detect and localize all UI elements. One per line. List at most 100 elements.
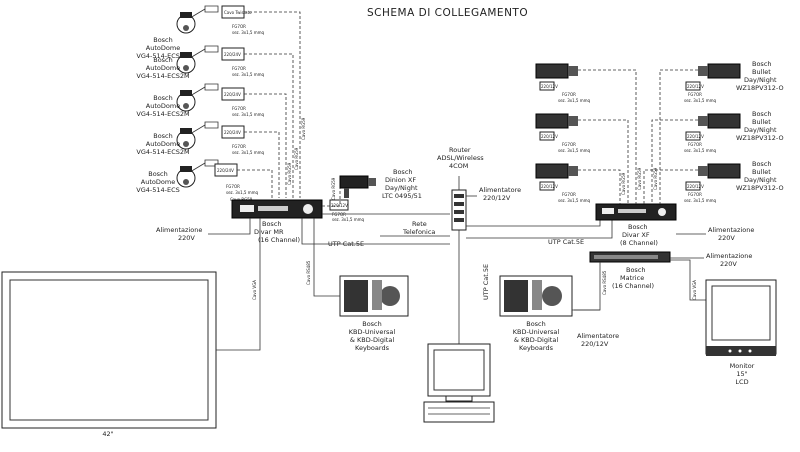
svg-text:FG7OR: FG7OR (688, 142, 702, 147)
svg-text:Keyboards: Keyboards (519, 344, 554, 352)
svg-text:sez. 3x1,5 mmq: sez. 3x1,5 mmq (226, 190, 259, 195)
svg-text:Cavo RG59: Cavo RG59 (621, 172, 626, 195)
svg-text:Keyboards: Keyboards (355, 344, 390, 352)
svg-text:Alimentatore: Alimentatore (577, 332, 619, 340)
svg-text:220/12V: 220/12V (331, 203, 348, 208)
dome-4-model: VG4-514-ECS2M (136, 148, 189, 156)
svg-text:220/12V: 220/12V (541, 84, 558, 89)
bullet-cam-left-2: 220/12V FG7OR sez. 3x1,5 mmq (535, 113, 591, 153)
dinion-brand: Bosch (393, 168, 413, 176)
svg-text:220V: 220V (178, 234, 195, 242)
pc-workstation (423, 343, 495, 423)
dinion-code: LTC 0495/51 (382, 192, 422, 200)
dome-2-line: AutoDome (146, 64, 180, 72)
dome-3-model: VG4-514-ECS2M (136, 110, 189, 118)
svg-text:Telefonica: Telefonica (402, 228, 435, 236)
svg-text:sez. 3x1,5 mmq: sez. 3x1,5 mmq (332, 217, 365, 222)
svg-text:Cavo Twistato: Cavo Twistato (224, 10, 252, 15)
svg-text:Alimentazione: Alimentazione (708, 226, 754, 234)
bullet-cam-right-1: 220/12V FG7OR sez. 3x1,5 mmq Bosch Bulle… (684, 60, 784, 103)
dome-camera-2: Bosch AutoDome VG4-514-ECS2M 220/24V (136, 45, 245, 80)
dome-1-model: VG4-514-ECS2M (136, 52, 189, 60)
dome-camera-4: Bosch AutoDome VG4-514-ECS2M 220/24V (136, 121, 245, 156)
svg-text:220/12V: 220/12V (581, 340, 609, 348)
svg-text:FG7OR: FG7OR (232, 106, 246, 111)
svg-text:KBD-Universal: KBD-Universal (513, 328, 560, 336)
svg-text:220/12V: 220/12V (541, 134, 558, 139)
svg-text:sez. 3x1,5 mmq: sez. 3x1,5 mmq (684, 148, 717, 153)
matrix-brand: Bosch (626, 266, 646, 274)
router-label: Router (449, 146, 471, 154)
monitor-label: Monitor (730, 362, 755, 370)
matrix-channels: (16 Channel) (612, 282, 654, 290)
svg-text:FG7OR: FG7OR (226, 184, 240, 189)
bullet-2-model: WZ18PV312-O (736, 134, 784, 142)
svg-text:220/12V: 220/12V (483, 194, 511, 202)
dome-5-brand: Bosch (148, 170, 168, 178)
diagram-title: SCHEMA DI COLLEGAMENTO (367, 7, 528, 19)
svg-text:sez. 3x1,5 mmq: sez. 3x1,5 mmq (684, 198, 717, 203)
svg-text:sez. 3x1,5 mmq: sez. 3x1,5 mmq (232, 150, 265, 155)
svg-text:FG7OR: FG7OR (232, 24, 246, 29)
dome-3-brand: Bosch (153, 94, 173, 102)
svg-text:220/24V: 220/24V (217, 168, 234, 173)
svg-text:& KBD-Digital: & KBD-Digital (514, 336, 558, 344)
matrix-model: Matrice (620, 274, 644, 282)
svg-text:220/24V: 220/24V (224, 52, 241, 57)
router-code: 4COM (449, 162, 468, 170)
svg-text:LCD: LCD (735, 378, 748, 386)
bullet-cam-right-2: 220/12V FG7OR sez. 3x1,5 mmq Bosch Bulle… (684, 110, 784, 153)
svg-text:FG7OR: FG7OR (688, 92, 702, 97)
svg-text:Day/Night: Day/Night (744, 176, 777, 184)
svg-text:Cavo RG59: Cavo RG59 (637, 167, 642, 190)
big-monitor: 42" (1, 271, 217, 438)
svg-text:220/12V: 220/12V (687, 184, 704, 189)
svg-text:sez. 3x1,5 mmq: sez. 3x1,5 mmq (558, 148, 591, 153)
left-dvr-channels: (16 Channel) (258, 236, 300, 244)
left-power-label: Alimentazione (156, 226, 202, 234)
svg-text:42": 42" (102, 430, 113, 438)
svg-text:FG7OR: FG7OR (562, 92, 576, 97)
svg-text:220/12V: 220/12V (687, 84, 704, 89)
svg-text:sez. 3x1,5 mmq: sez. 3x1,5 mmq (232, 30, 265, 35)
svg-text:Day/Night: Day/Night (744, 126, 777, 134)
svg-text:Bosch: Bosch (526, 320, 546, 328)
svg-text:220V: 220V (718, 234, 735, 242)
svg-text:Cavo RS485: Cavo RS485 (602, 270, 607, 295)
svg-text:Bullet: Bullet (752, 168, 771, 176)
svg-text:KBD-Universal: KBD-Universal (349, 328, 396, 336)
svg-text:Alimentazione: Alimentazione (706, 252, 752, 260)
svg-text:FG7OR: FG7OR (688, 192, 702, 197)
svg-text:Rete: Rete (412, 220, 427, 228)
dinion-camera: Bosch Dinion XF Day/Night LTC 0495/51 22… (329, 168, 422, 222)
svg-text:Bosch: Bosch (362, 320, 382, 328)
svg-text:Day/Night: Day/Night (744, 76, 777, 84)
left-dvr-brand: Bosch (262, 220, 282, 228)
svg-text:sez. 3x1,5 mmq: sez. 3x1,5 mmq (232, 72, 265, 77)
svg-text:sez. 3x1,5 mmq: sez. 3x1,5 mmq (558, 98, 591, 103)
svg-text:Bosch: Bosch (752, 110, 772, 118)
svg-text:15": 15" (736, 370, 747, 378)
matrix: Bosch Matrice (16 Channel) (589, 251, 671, 290)
svg-text:sez. 3x1,5 mmq: sez. 3x1,5 mmq (558, 198, 591, 203)
dinion-spec: Day/Night (385, 184, 418, 192)
bullet-1-model: WZ18PV312-O (736, 84, 784, 92)
svg-text:220/24V: 220/24V (224, 92, 241, 97)
right-dvr-brand: Bosch (628, 223, 648, 231)
dome-4-brand: Bosch (153, 132, 173, 140)
svg-text:FG7OR: FG7OR (232, 144, 246, 149)
router: Router ADSL/Wireless 4COM Alimentatore 2… (437, 146, 521, 231)
dome-3-line: AutoDome (146, 102, 180, 110)
svg-text:Alimentatore: Alimentatore (479, 186, 521, 194)
right-dvr-model: Divar XF (622, 231, 650, 239)
dinion-model: Dinion XF (385, 176, 416, 184)
right-dvr: Bosch Divar XF (8 Channel) (595, 203, 677, 247)
svg-text:220/24V: 220/24V (224, 130, 241, 135)
dome-1-line: AutoDome (146, 44, 180, 52)
svg-text:Cavo RG59: Cavo RG59 (294, 147, 299, 170)
router-spec: ADSL/Wireless (437, 154, 484, 162)
svg-text:Bullet: Bullet (752, 118, 771, 126)
svg-text:Cavo RS485: Cavo RS485 (306, 260, 311, 285)
svg-text:FG7OR: FG7OR (562, 142, 576, 147)
